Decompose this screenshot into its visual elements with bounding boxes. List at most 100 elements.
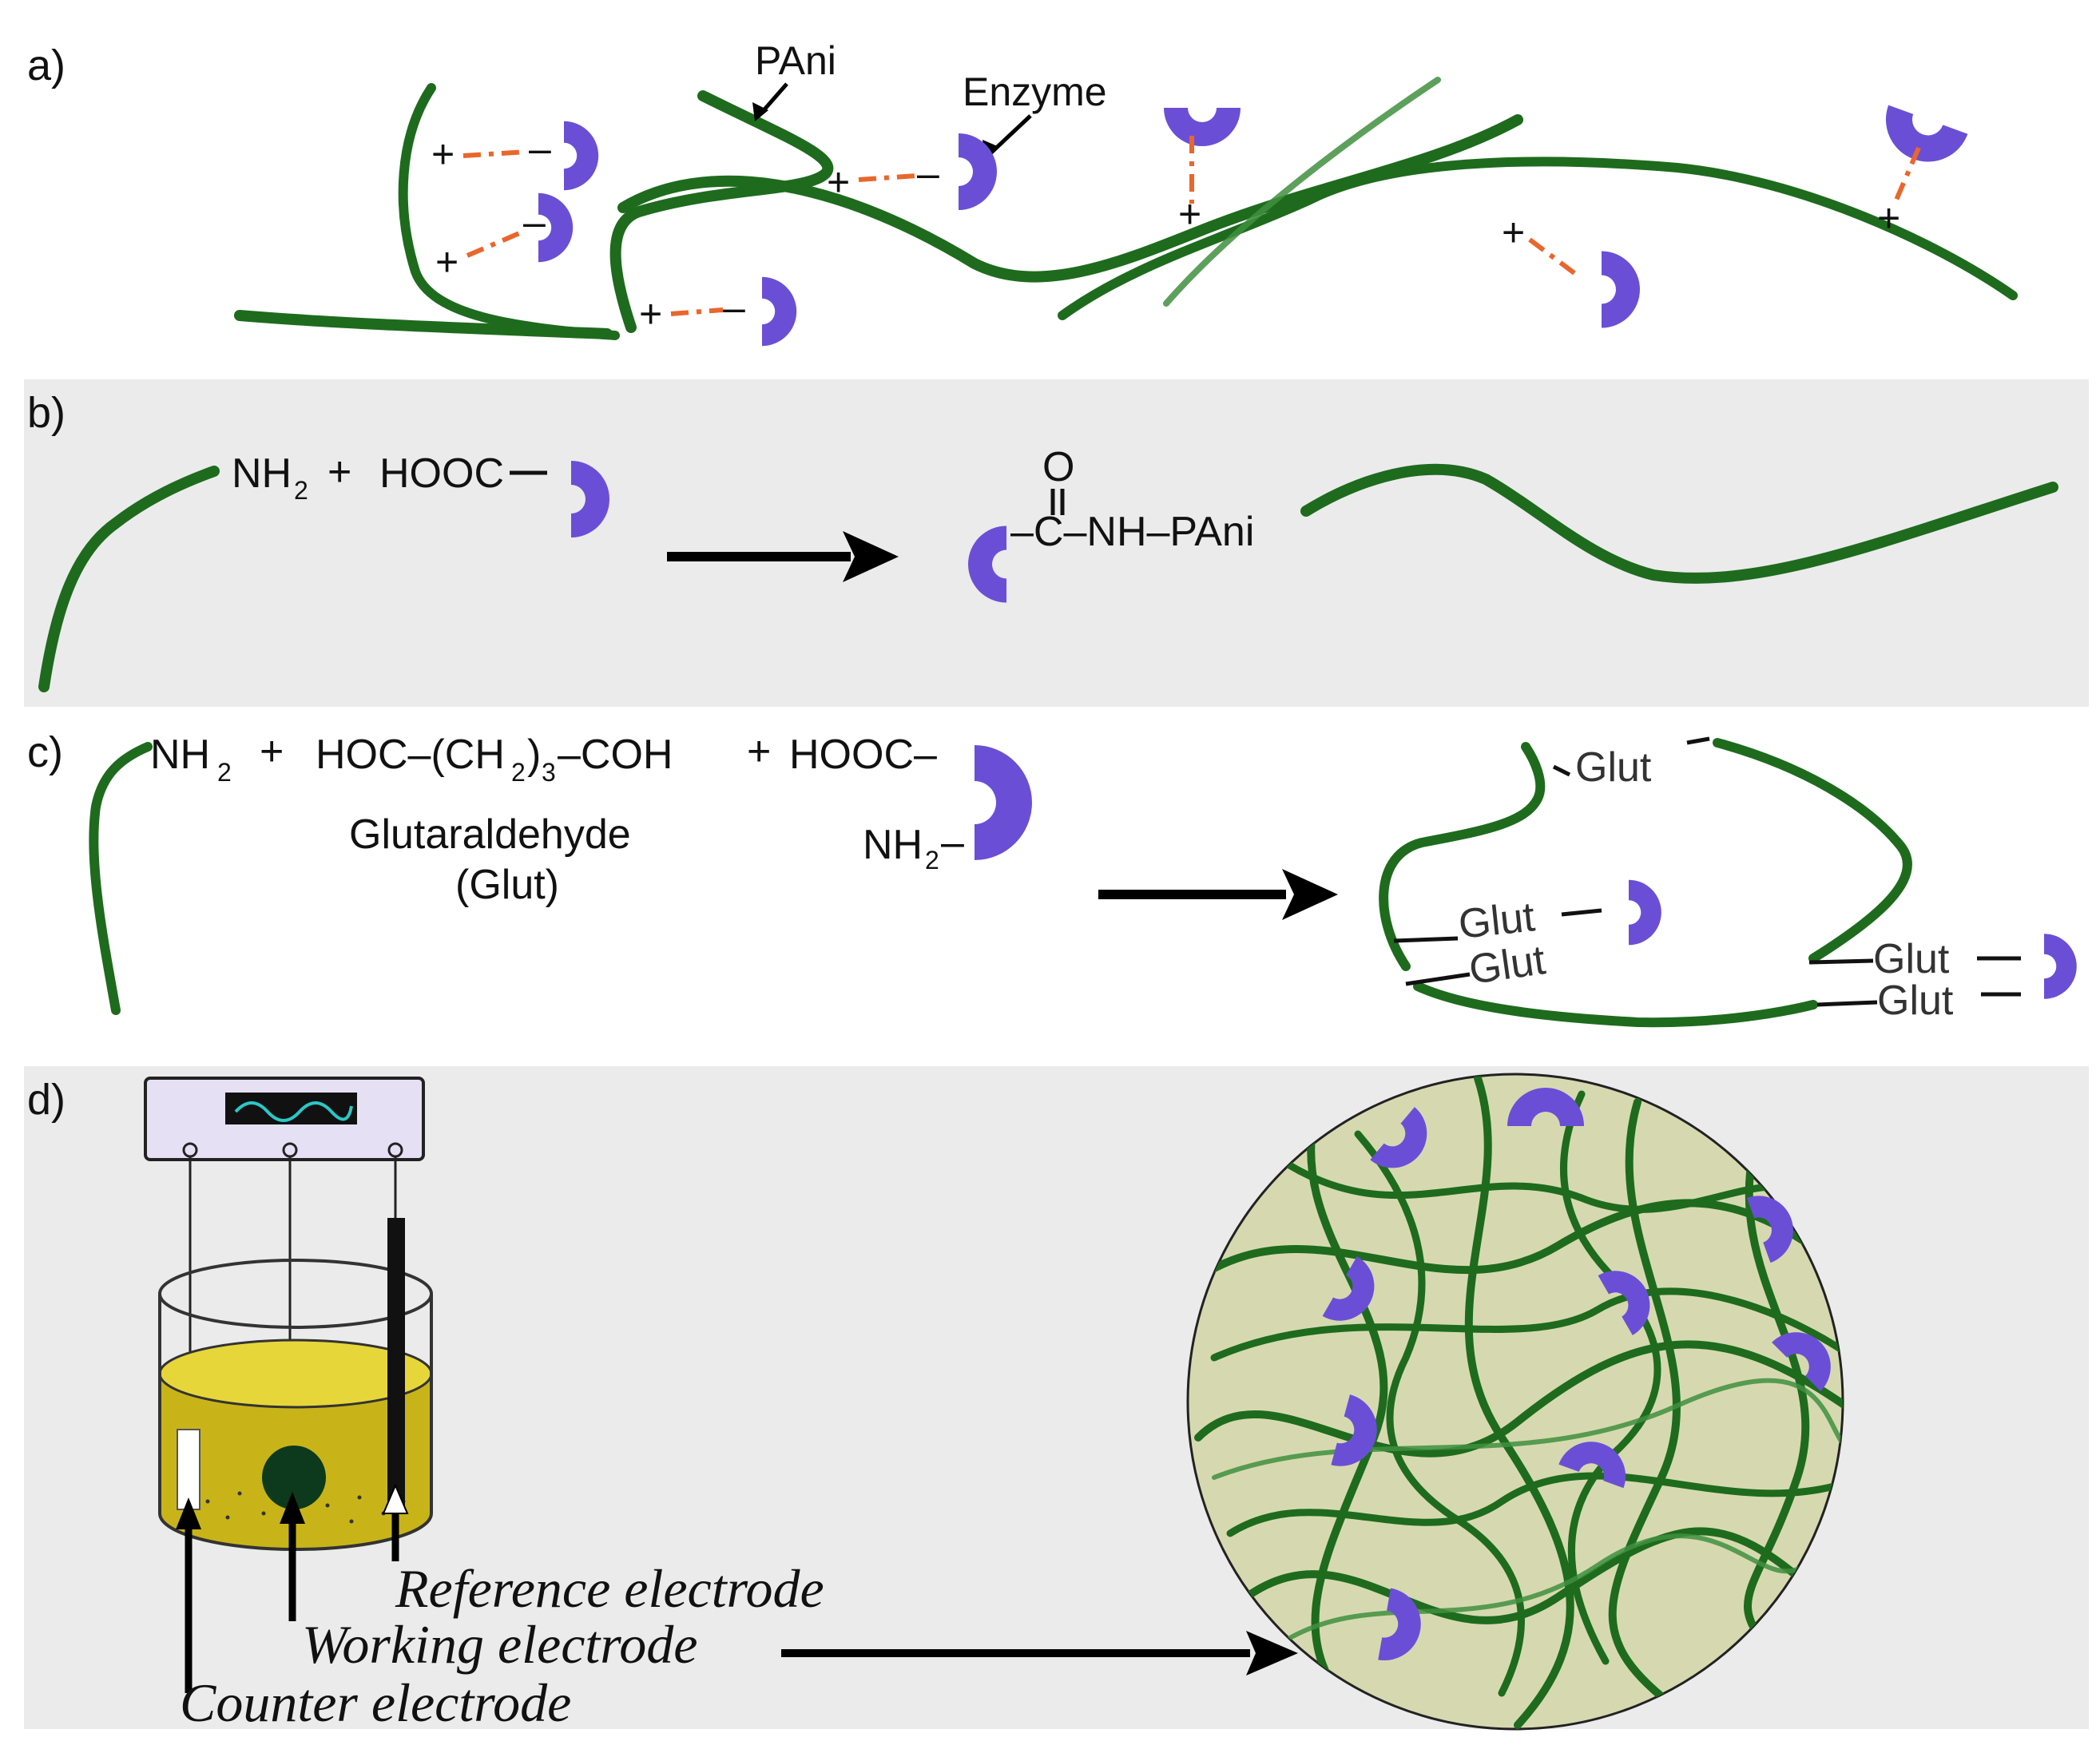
enzyme-icon — [1602, 251, 1640, 328]
reaction-arrow-head — [843, 531, 899, 582]
pani-fiber — [398, 83, 620, 340]
pani-fiber — [1713, 738, 1912, 963]
zoom-arrow-head — [1246, 1631, 1298, 1676]
electrostatic-pair: + — [1874, 105, 1968, 240]
glut-label: Glut — [1877, 978, 1954, 1024]
panel-d-letter: d) — [27, 1076, 66, 1124]
pani-fiber — [1163, 77, 1441, 307]
electrostatic-pair: + – — [431, 121, 599, 191]
reference-electrode — [387, 1218, 405, 1513]
carboxyl-group: HOOC– — [789, 732, 937, 778]
glut-bond — [1816, 1000, 1878, 1007]
svg-text:HOC–(CH: HOC–(CH — [316, 732, 505, 778]
electrostatic-pair: + – — [827, 133, 997, 210]
minus-charge: – — [529, 126, 551, 171]
fiber-network — [1194, 1074, 1843, 1729]
glut-label: Glut — [1467, 937, 1549, 993]
pani-fiber — [617, 114, 1523, 283]
plus-sign: + — [328, 449, 351, 495]
glut-label: Glut — [1873, 936, 1950, 982]
glut-bond — [1405, 972, 1471, 986]
enzyme-icon — [1629, 879, 1661, 946]
minus-charge: – — [723, 285, 745, 330]
glut-label: Glut — [1456, 894, 1537, 948]
enzyme-icon — [762, 276, 797, 347]
working-pointer-head — [280, 1492, 305, 1524]
electrostatic-pair: + – — [435, 192, 574, 284]
pani-fiber — [1058, 157, 2018, 320]
pani-pointer-head — [752, 102, 768, 121]
panel-a-letter: a) — [27, 42, 66, 89]
reaction-arrow-head — [1282, 869, 1338, 920]
enzyme-icon — [2044, 934, 2077, 999]
pani-fiber — [609, 90, 834, 333]
glut-bond — [1808, 958, 1874, 965]
pani-fiber — [38, 466, 220, 692]
glut-bond — [1552, 764, 1571, 777]
panel-b-background — [24, 379, 2089, 707]
glut-bond — [1561, 908, 1602, 917]
amine-group: NH — [232, 450, 292, 497]
enzyme-icon — [1164, 108, 1241, 146]
panel-a: a) PAni Enzyme + – + – + – — [27, 38, 2018, 347]
ionic-link — [1528, 237, 1579, 278]
plus-sign: + — [747, 728, 771, 775]
amide-product: –C–NH–PAni — [1010, 509, 1254, 555]
working-electrode-label: Working electrode — [302, 1614, 697, 1675]
glutaraldehyde-name: Glutaraldehyde — [349, 811, 631, 858]
reference-pointer-head — [382, 1483, 409, 1514]
panel-d: d) Reference electrode Working e — [24, 1066, 2089, 1733]
subscript: 2 — [925, 846, 939, 875]
glut-label: Glut — [1575, 744, 1652, 791]
glut-abbreviation: (Glut) — [455, 862, 559, 908]
panel-c: c) NH 2 + HOC–(CH 2 ) 3 –COH + HOOC– NH … — [27, 728, 2077, 1028]
pani-fiber — [1300, 463, 2058, 584]
ionic-link — [1892, 146, 1921, 205]
pani-fiber — [89, 742, 153, 1015]
carboxyl-group: HOOC — [379, 450, 504, 497]
beaker-rim — [158, 1259, 433, 1329]
svg-text:–COH: –COH — [558, 732, 673, 778]
ionic-link — [462, 149, 528, 158]
counter-pointer-head — [176, 1497, 201, 1529]
plus-charge: + — [1877, 196, 1900, 240]
ionic-link — [858, 173, 918, 182]
amine-group: NH — [150, 732, 210, 778]
plus-charge: + — [1502, 210, 1525, 255]
signal-wave-icon — [234, 1101, 353, 1122]
bond-dash: – — [941, 819, 964, 866]
plus-charge: + — [435, 240, 459, 284]
pani-label: PAni — [755, 38, 836, 83]
plus-charge: + — [431, 132, 455, 176]
pani-fiber — [1379, 742, 1546, 971]
plus-charge: + — [827, 160, 850, 204]
pani-fiber — [1413, 982, 1818, 1028]
enzyme-icon — [1874, 105, 1968, 174]
glut-bond — [1686, 736, 1710, 745]
panel-b-letter: b) — [27, 389, 66, 437]
minus-charge: – — [917, 151, 939, 196]
plus-charge: + — [639, 292, 662, 336]
enzyme-icon — [975, 745, 1032, 860]
glut-bond — [1393, 936, 1459, 943]
working-electrode — [262, 1446, 326, 1509]
panel-b: b) NH 2 + HOOC O –C–NH–PAni — [24, 379, 2089, 707]
reference-electrode-label: Reference electrode — [395, 1558, 824, 1619]
ionic-link — [466, 229, 525, 258]
subscript: 2 — [294, 476, 308, 505]
plus-sign: + — [260, 728, 284, 775]
svg-text:): ) — [527, 732, 541, 778]
enzyme-icon — [564, 121, 599, 191]
counter-electrode-label: Counter electrode — [180, 1672, 571, 1733]
carbonyl-oxygen: O — [1042, 444, 1074, 490]
enzyme-label: Enzyme — [963, 69, 1107, 114]
enzyme-amine: NH — [863, 822, 923, 868]
subscript: 2 — [217, 758, 232, 787]
svg-text:3: 3 — [542, 758, 556, 787]
ionic-link — [670, 307, 724, 316]
electrostatic-pair: + — [1164, 108, 1241, 236]
plus-charge: + — [1178, 192, 1201, 236]
electrostatic-pair: + — [1502, 210, 1640, 328]
beaker-wall — [158, 1294, 433, 1513]
